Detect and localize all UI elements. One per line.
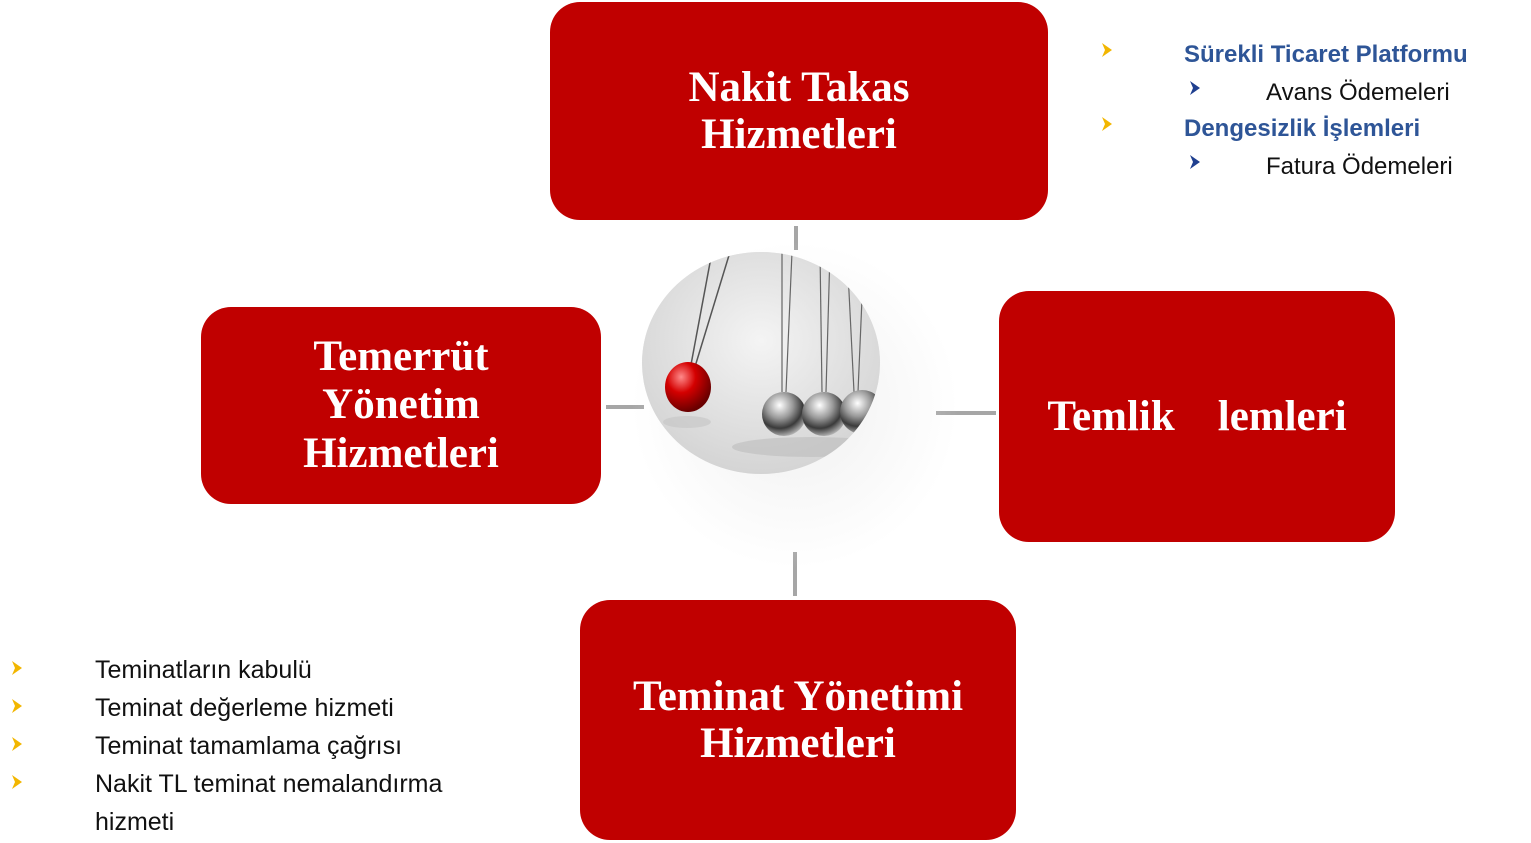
newtons-cradle-image xyxy=(642,252,880,474)
chevron-right-icon xyxy=(1100,116,1114,132)
top-right-item-1: Sürekli Ticaret Platformu xyxy=(1184,41,1468,68)
teminat-box: Teminat Yönetimi Hizmetleri xyxy=(580,600,1016,840)
chevron-right-icon xyxy=(10,698,24,714)
newtons-cradle-icon xyxy=(642,252,880,474)
chevron-right-icon xyxy=(10,736,24,752)
temerrut-box: Temerrüt Yönetim Hizmetleri xyxy=(201,307,601,504)
chevron-right-icon xyxy=(1188,154,1202,170)
temlik-box: Temlik lemleri xyxy=(999,291,1395,542)
chevron-right-icon xyxy=(10,660,24,676)
chevron-right-icon xyxy=(1100,42,1114,58)
teminat-line1: Teminat Yönetimi xyxy=(632,672,964,720)
connector-top xyxy=(794,226,798,250)
bottom-left-item-4-continued: hizmeti xyxy=(95,808,175,836)
chevron-right-icon xyxy=(10,774,24,790)
bottom-left-item-2: Teminat değerleme hizmeti xyxy=(95,694,394,722)
temerrut-line3: Hizmetleri xyxy=(303,429,499,477)
bottom-left-item-3: Teminat tamamlama çağrısı xyxy=(95,732,403,760)
chevron-right-icon xyxy=(1188,80,1202,96)
temerrut-line1: Temerrüt xyxy=(313,333,489,381)
bottom-left-list: Teminatların kabulü Teminat değerleme hi… xyxy=(0,652,560,842)
temlik-line1: Temlik lemleri xyxy=(1047,392,1347,440)
connector-bottom xyxy=(793,552,797,596)
connector-right xyxy=(936,411,996,415)
bottom-left-item-1: Teminatların kabulü xyxy=(95,656,312,684)
temerrut-line2: Yönetim xyxy=(322,381,480,429)
top-right-list: Sürekli Ticaret Platformu Avans Ödemeler… xyxy=(1100,38,1530,182)
top-right-item-2: Dengesizlik İşlemleri xyxy=(1184,115,1421,142)
top-right-subitem-2: Fatura Ödemeleri xyxy=(1266,153,1453,180)
nakit-takas-line2: Hizmetleri xyxy=(701,111,897,158)
nakit-takas-box: Nakit Takas Hizmetleri xyxy=(550,2,1048,220)
teminat-line2: Hizmetleri xyxy=(700,720,896,767)
bottom-left-item-4: Nakit TL teminat nemalandırma xyxy=(95,770,443,798)
nakit-takas-line1: Nakit Takas xyxy=(688,63,910,111)
top-right-subitem-1: Avans Ödemeleri xyxy=(1266,79,1450,106)
connector-left xyxy=(606,405,644,409)
